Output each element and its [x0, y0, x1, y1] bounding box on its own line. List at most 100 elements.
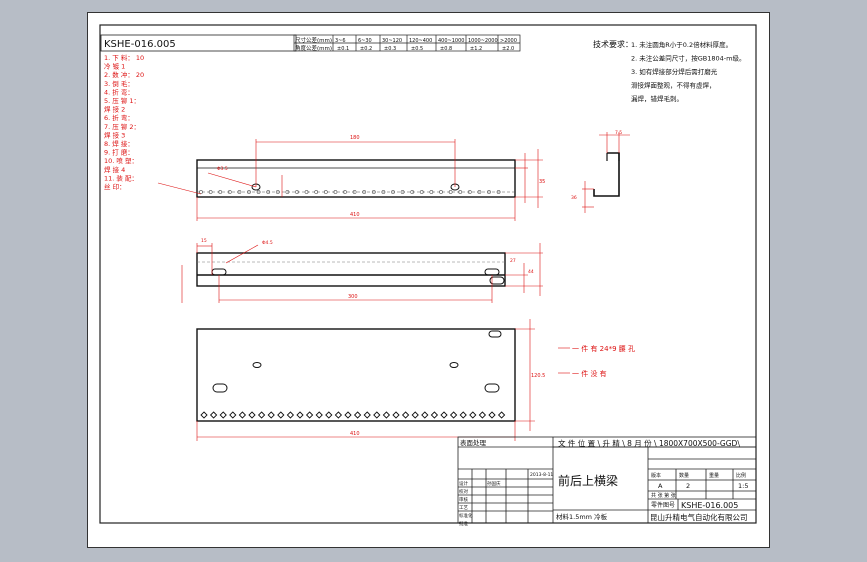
front-hole [314, 190, 319, 194]
revision-date: 2013-8-11 [530, 472, 553, 478]
dim-top-span: 180 [350, 135, 360, 141]
material: 材料1.5mm 冷板 [556, 512, 608, 521]
mid-view [196, 252, 506, 287]
front-hole [400, 190, 405, 194]
drawing-number: KSHE-016.005 [681, 501, 738, 510]
scale-value: 1:5 [738, 482, 748, 490]
tol-range-cell: 3~6 [335, 38, 346, 44]
title-role-label: 审核 [459, 496, 468, 503]
front-hole [429, 190, 434, 194]
tol-value-cell: ±0.2 [360, 46, 372, 52]
profile-dimensions [582, 132, 630, 213]
plate-hole [200, 411, 208, 419]
qty-value: 2 [686, 482, 690, 490]
plate-hole [238, 411, 247, 419]
weight-label: 重量 [709, 472, 719, 479]
plate-hole [334, 411, 343, 419]
front-hole [323, 190, 328, 194]
process-note-line: 焊 接 3 [104, 130, 125, 139]
dim-bottom-span: 300 [348, 294, 358, 300]
plate-hole [267, 411, 275, 419]
dim-slot-callout: Φ4.5 [262, 240, 273, 246]
tol-range-cell: 1000~2000 [468, 38, 498, 44]
rev-label: 版本 [651, 472, 661, 479]
tol-range-cell: 120~400 [409, 38, 432, 44]
plate-hole [478, 411, 487, 419]
mid-view-dimensions [181, 243, 543, 303]
plate-slot-top-right [488, 330, 502, 338]
process-note-line: 8. 焊 接： [104, 139, 134, 148]
front-hole [247, 190, 251, 194]
tol-row2-label: 角度公差(mm) [295, 44, 332, 52]
front-hole [295, 190, 299, 194]
rev-value: A [658, 482, 663, 490]
process-note-line: 焊 接 4 [104, 165, 125, 174]
tech-req-item: 1. 未注圆角R小于0.2倍材料厚度。 [631, 40, 732, 49]
process-note-line: 冷 镀 1 [104, 62, 125, 71]
tol-value-cell: ±0.3 [384, 46, 396, 52]
front-hole [237, 190, 242, 194]
surface-treatment-label: 表面处理 [460, 438, 487, 447]
note-holes: 一 件 有 24*9 腰 孔 [572, 344, 635, 353]
front-view-outline [196, 159, 516, 198]
dim-plate-width: 410 [350, 431, 360, 437]
title-role-label: 工艺 [459, 505, 468, 511]
plate-hole [497, 411, 506, 419]
plate-hole [469, 411, 477, 419]
mid-slot-lower [489, 276, 505, 285]
file-path: 文 件 位 置 \ 升 精 \ 8 月 份 \ 1800X700X500-GGD… [558, 438, 740, 448]
dim-hole-callout: Φ3.5 [217, 166, 228, 172]
profile-section [593, 152, 620, 197]
plate-view [196, 328, 516, 422]
drawing-border [99, 24, 757, 524]
title-role-label: 设计 [459, 480, 468, 487]
plate-hole [353, 411, 362, 419]
qty-label: 数量 [679, 472, 689, 479]
process-note-line: 11. 装 配： [104, 173, 138, 182]
front-hole [496, 190, 501, 194]
plate-hole [401, 411, 410, 419]
plate-hole [421, 411, 429, 419]
plate-hole-right [449, 362, 459, 368]
process-note-line: 7. 压 铆 2： [104, 122, 140, 131]
title-role-label: 校对 [459, 488, 468, 495]
plate-hole [449, 411, 458, 419]
tol-value-cell: ±2.0 [502, 46, 514, 52]
mid-slot-left [211, 268, 227, 276]
front-view [196, 159, 516, 198]
process-note-line: 1. 下 料： 10 [104, 53, 144, 62]
front-hole [285, 190, 290, 194]
front-hole [487, 190, 491, 194]
tol-range-cell: >2000 [500, 38, 517, 44]
process-note-line: 10. 喷 塑： [104, 156, 138, 165]
plate-hole [325, 411, 333, 419]
front-hole [333, 190, 338, 194]
dim-left-offset: 15 [201, 238, 207, 244]
plate-hole-left [252, 362, 262, 368]
dim-side-depth: 27 [510, 258, 516, 264]
designer-name: 孙国庆 [487, 480, 501, 487]
front-hole [227, 190, 232, 194]
process-note-line: 9. 打 磨： [104, 148, 134, 157]
note-none: 一 件 没 有 [572, 369, 607, 378]
mid-slot-right [484, 268, 500, 276]
front-hole [467, 190, 472, 194]
front-view-dimensions [157, 139, 543, 221]
plate-hole [286, 411, 295, 419]
plate-hole [219, 411, 227, 419]
front-hole [304, 190, 309, 194]
plate-hole [411, 411, 419, 419]
title-role-label: 批准 [459, 520, 468, 527]
process-note-line: 5. 压 铆 1： [104, 96, 140, 105]
front-hole [477, 190, 482, 194]
process-note-line: 2. 数 冲： 20 [104, 70, 144, 79]
mid-view-outline [196, 252, 506, 287]
part-name: 前后上横梁 [558, 473, 618, 488]
tol-range-cell: 6~30 [358, 38, 372, 44]
plate-slot-left [212, 383, 228, 393]
dim-overall-width: 410 [350, 212, 360, 218]
plate-hole [277, 411, 285, 419]
plate-hole [363, 411, 371, 419]
